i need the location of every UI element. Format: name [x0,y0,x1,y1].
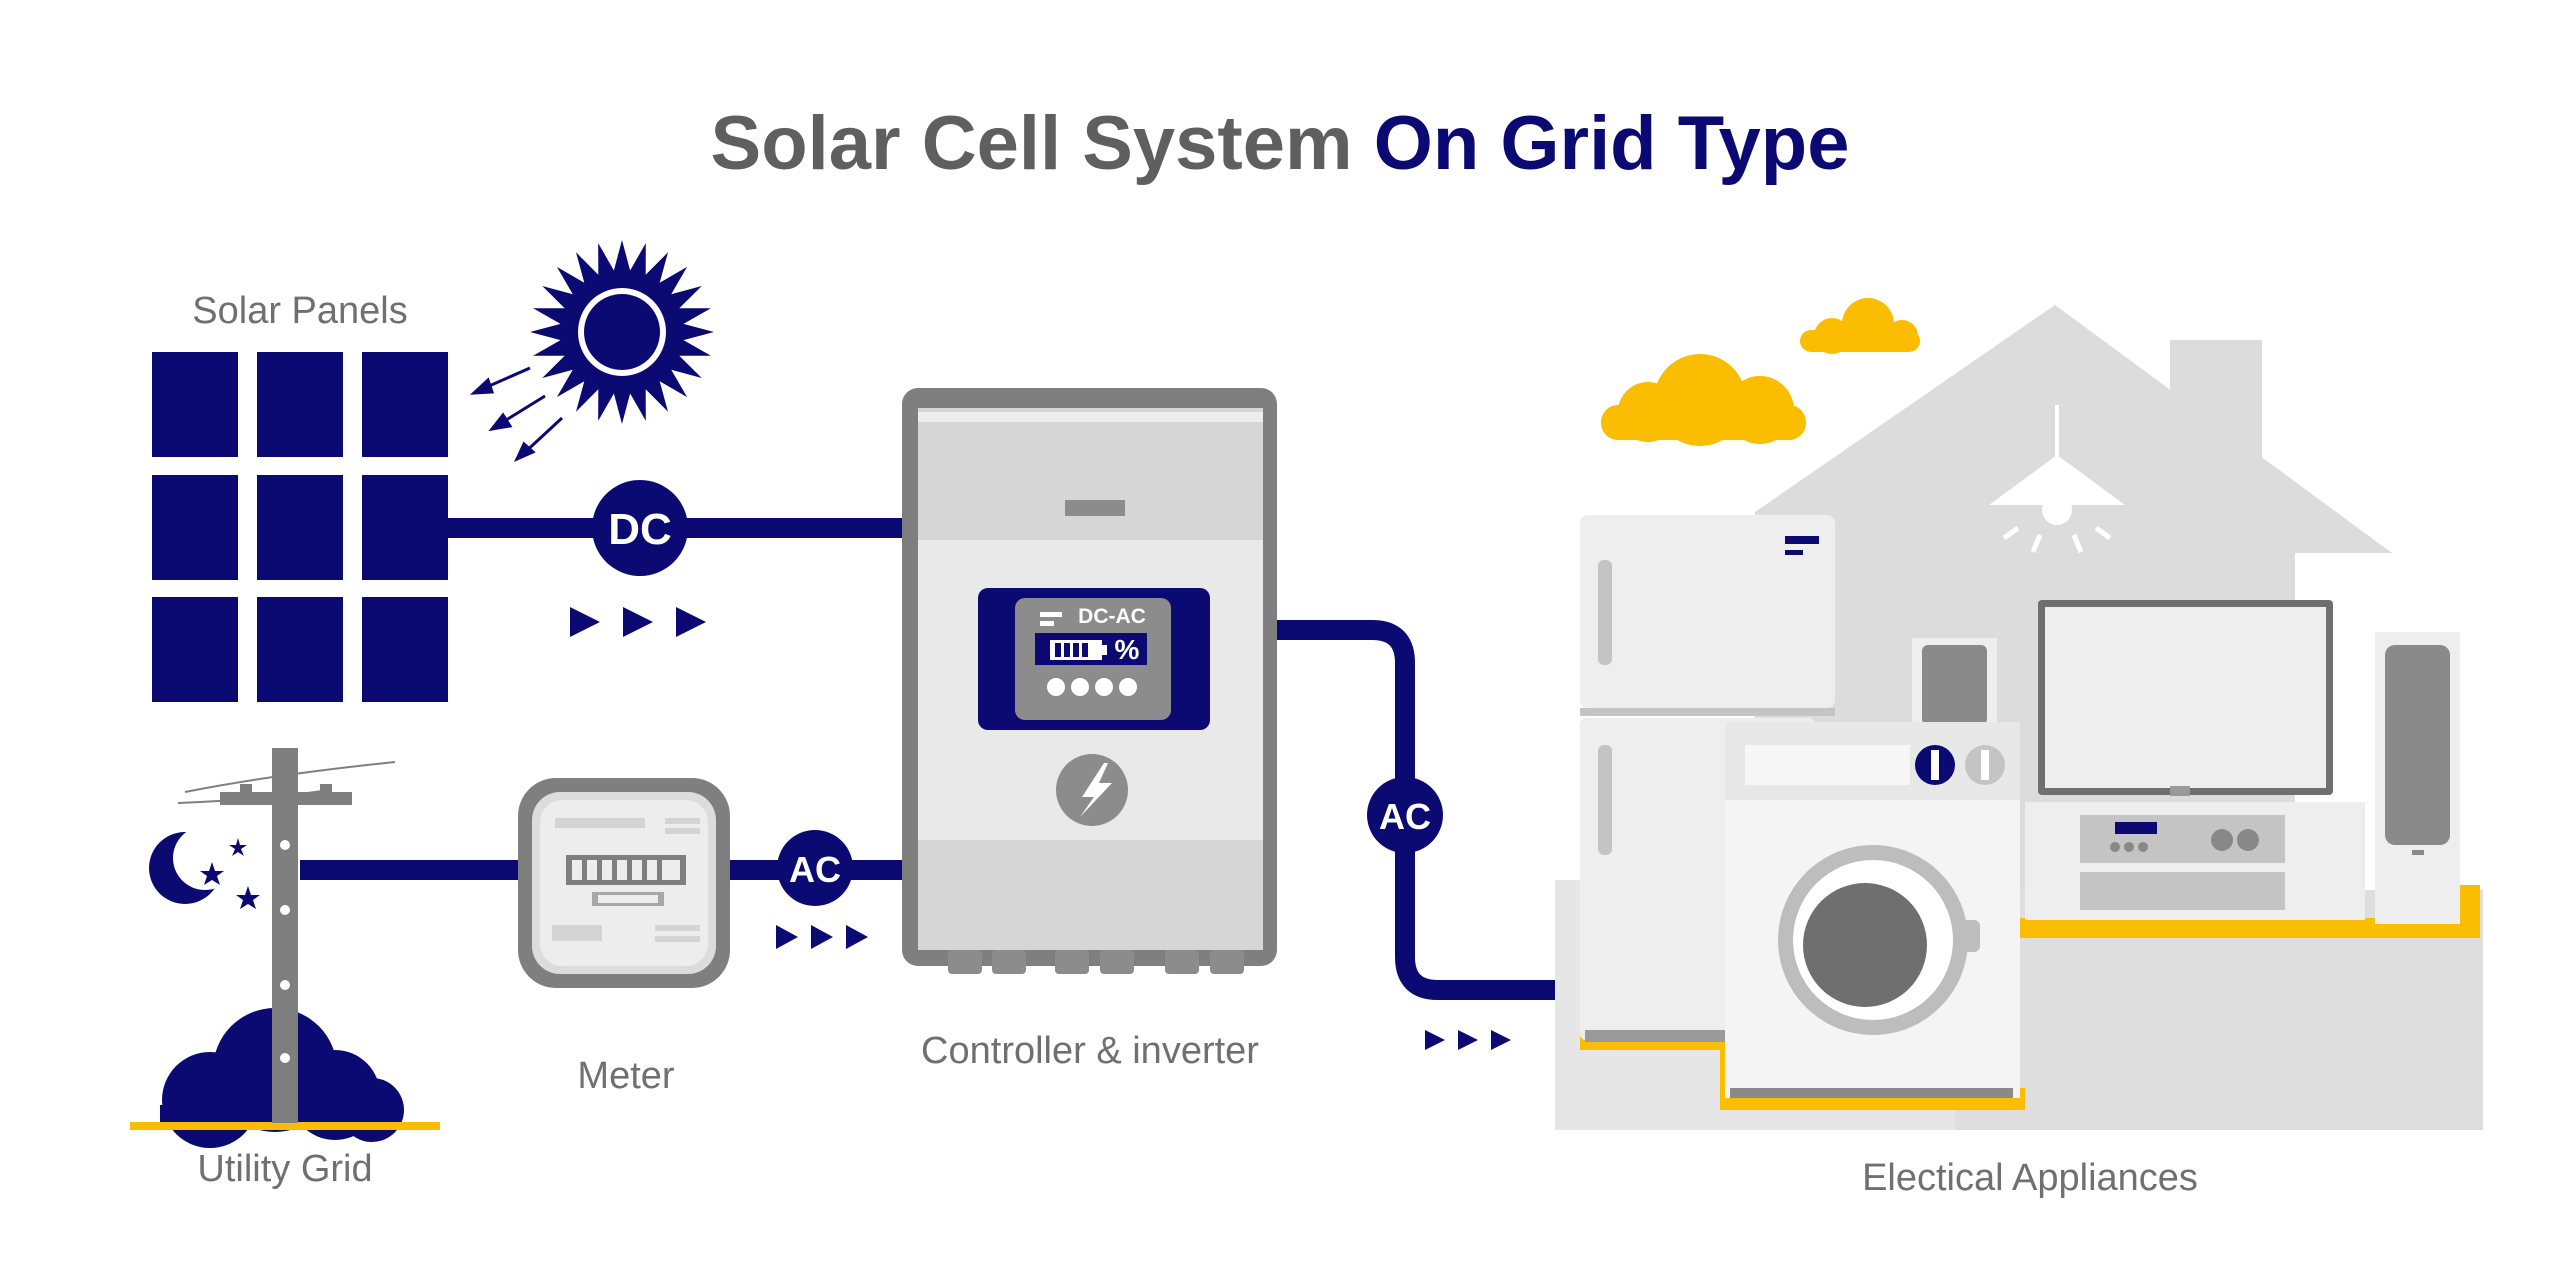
meter-label: Meter [577,1055,675,1097]
page-title: Solar Cell System On Grid Type [0,100,2560,187]
solar-panels [152,352,448,702]
washing-machine [1725,722,2020,1098]
ac-meter-flow-arrows [776,925,868,949]
ac-meter-badge [777,830,853,906]
ac-meter-badge-label: AC [789,849,841,890]
cloud-icon [1601,354,1806,446]
speaker [2375,632,2460,924]
title-part-2: On Grid Type [1373,101,1850,186]
appliances-label: Electical Appliances [1862,1157,2198,1199]
utility-pole [130,748,440,1148]
electric-meter [518,778,730,988]
sun-ray-arrows [469,366,564,462]
television [2038,600,2333,796]
ac-house-badge [1367,777,1443,853]
utility-grid-label: Utility Grid [197,1148,373,1190]
controller-label: Controller & inverter [921,1030,1259,1072]
dc-flow-arrows [570,607,706,637]
ac-house-flow-arrows [1425,1030,1511,1050]
solar-panels-label: Solar Panels [192,290,408,332]
speaker-small [1912,638,1997,730]
inverter-mode-text: DC-AC [1078,605,1146,628]
cloud-icon [1800,298,1920,354]
lamp-icon [1989,405,2125,553]
moon-icon [149,826,237,904]
dc-badge-label: DC [608,505,672,554]
tv-cabinet [2025,802,2365,920]
lightning-icon [1080,763,1112,817]
inverter-percent-text: % [1114,634,1140,665]
controller-inverter [902,388,1277,974]
sun-icon [530,240,714,424]
ac-house-badge-label: AC [1379,796,1431,837]
star-icon [200,838,260,909]
title-part-1: Solar Cell System [710,101,1353,186]
dc-badge [592,480,688,576]
